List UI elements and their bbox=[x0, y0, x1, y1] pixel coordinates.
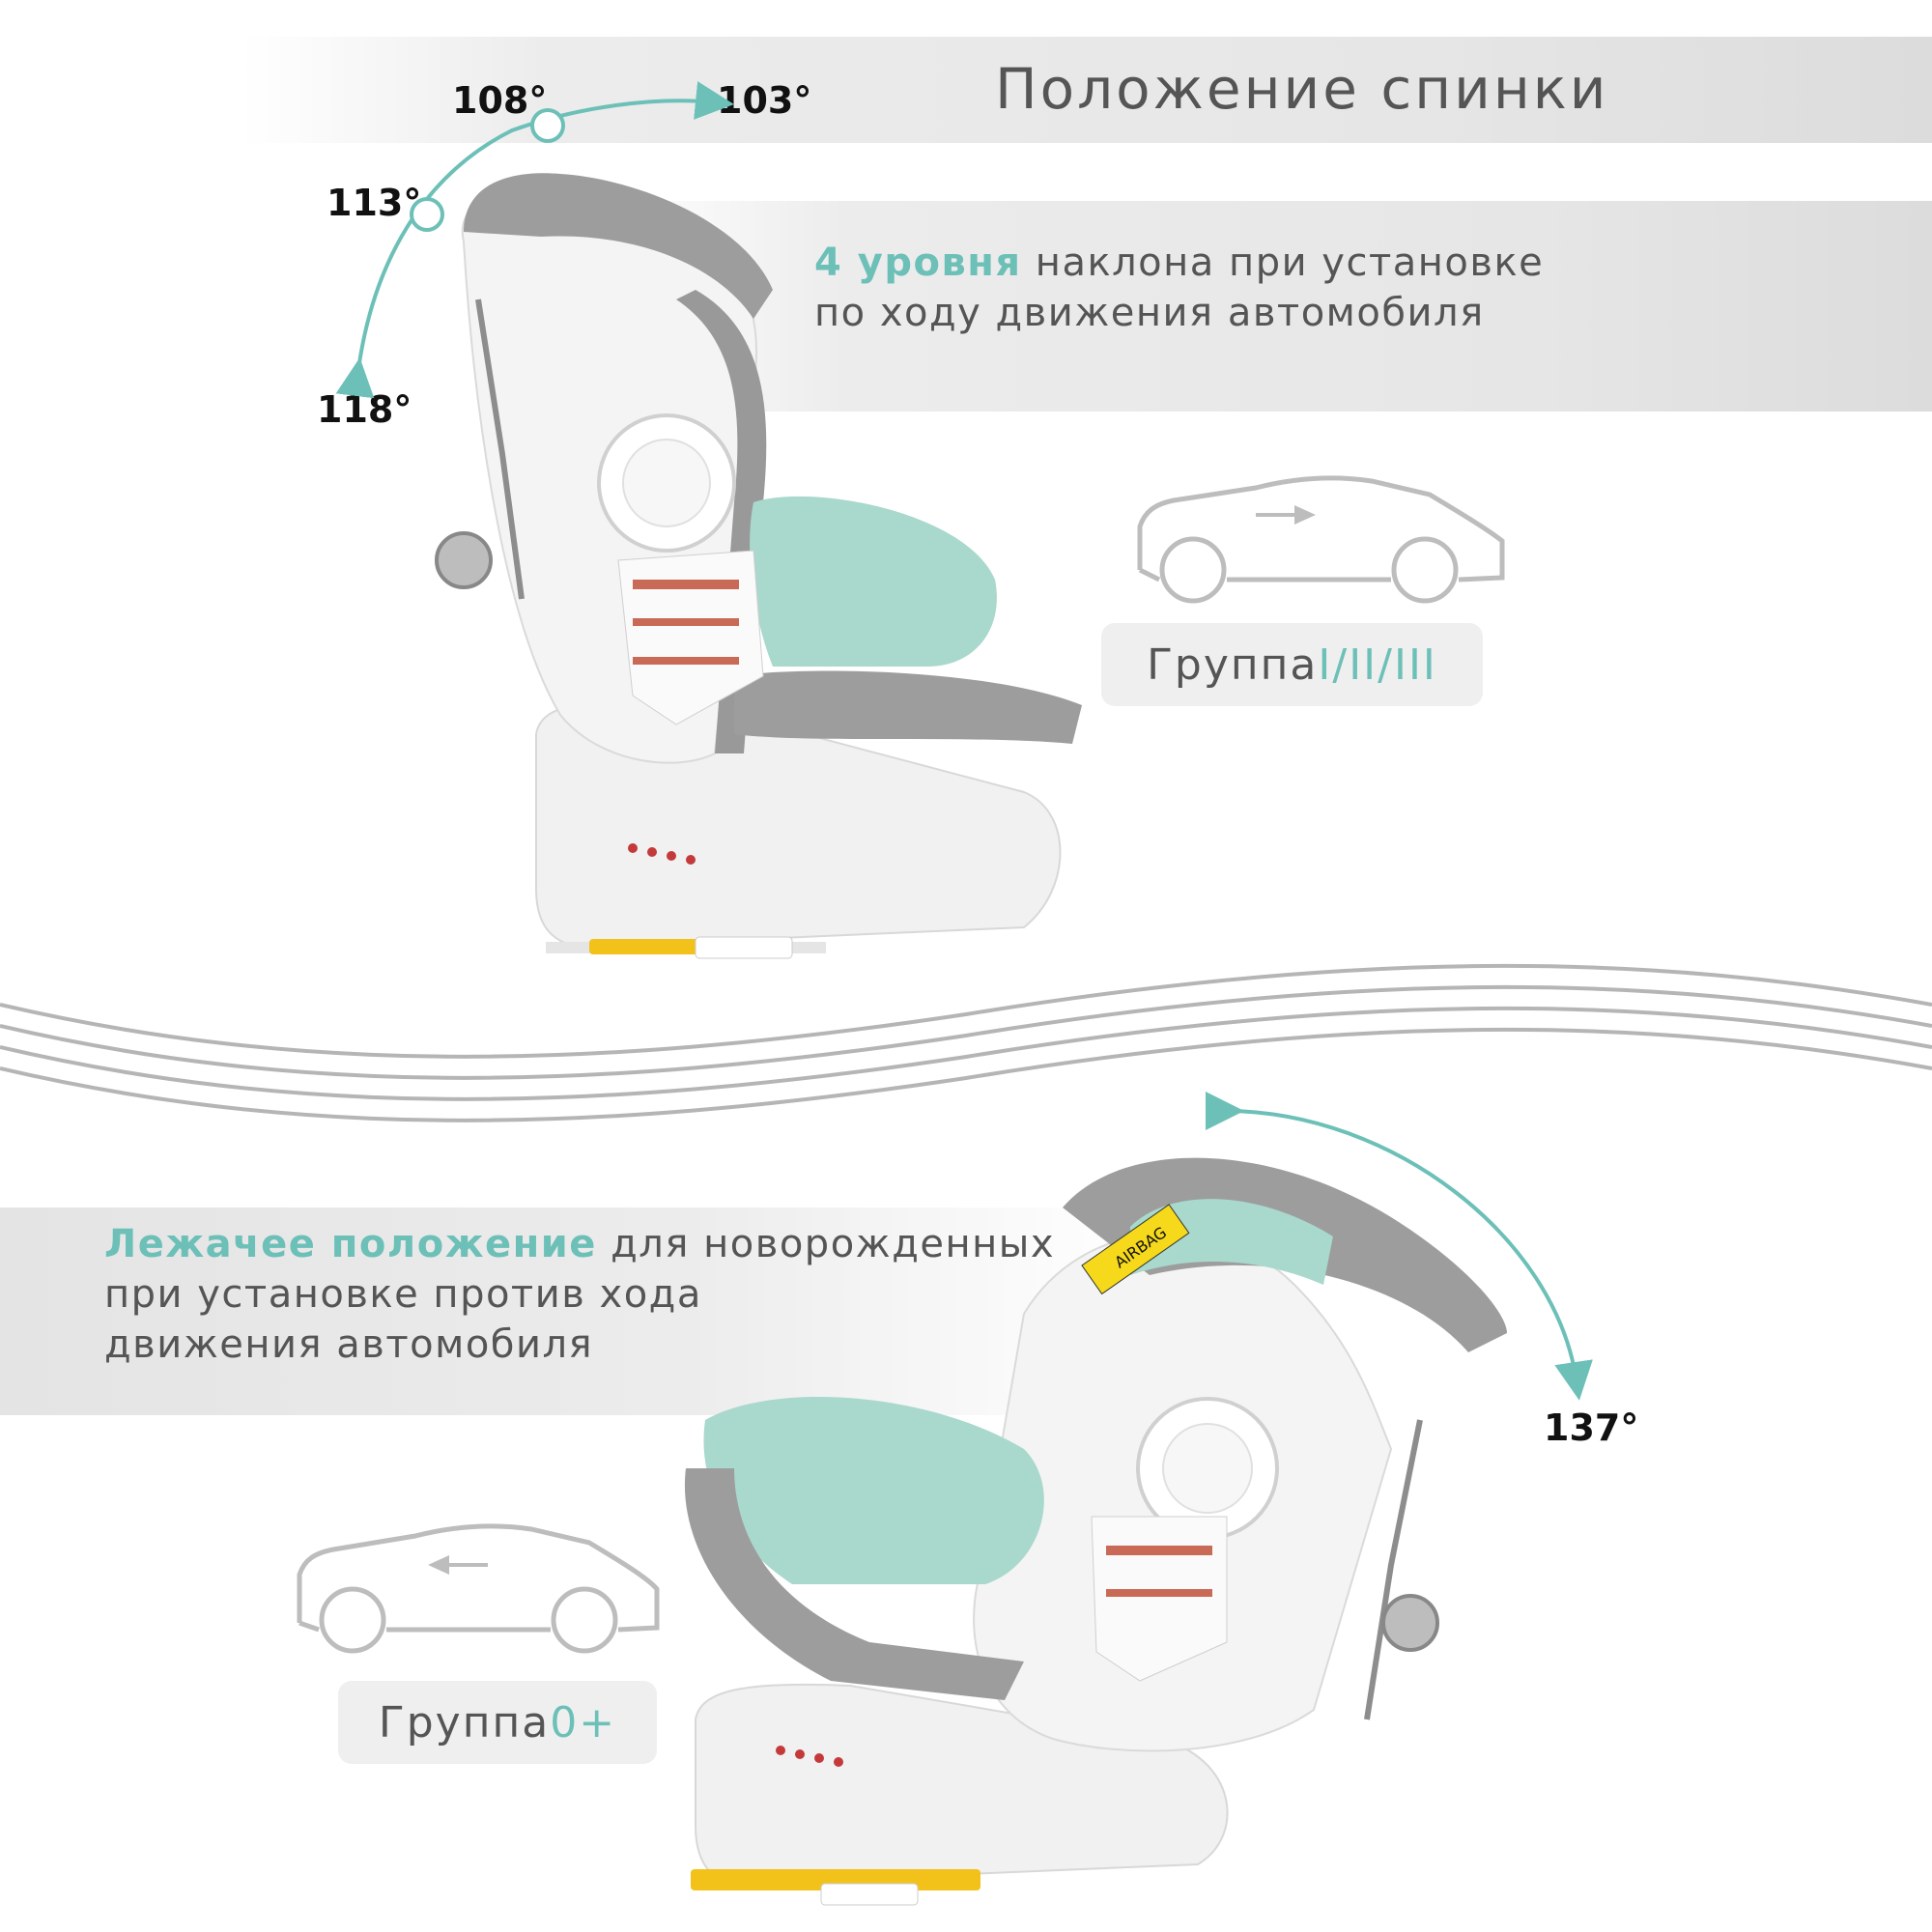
rear-car-seat: AIRBAG bbox=[684, 1157, 1507, 1906]
rear-group-value: 0+ bbox=[550, 1697, 617, 1747]
forward-line2: по ходу движения автомобиля bbox=[814, 291, 1485, 335]
wave-divider bbox=[0, 963, 1932, 1122]
recline-point-108 bbox=[530, 108, 565, 143]
forward-description: 4 уровня наклона при установке по ходу д… bbox=[814, 238, 1544, 338]
rear-line1: для новорожденных bbox=[596, 1222, 1056, 1266]
forward-text-band bbox=[609, 201, 1932, 412]
car-rear-icon bbox=[297, 1523, 660, 1654]
car-forward-icon bbox=[1137, 475, 1505, 604]
rear-line2: при установке против хода bbox=[104, 1272, 702, 1317]
rear-line3: движения автомобиля bbox=[104, 1322, 594, 1367]
forward-car-seat bbox=[435, 173, 1082, 959]
rear-recline-indicators bbox=[776, 1746, 843, 1767]
forward-recline-indicators bbox=[628, 843, 696, 865]
forward-line1: наклона при установке bbox=[1021, 241, 1545, 285]
forward-group-badge: Группа I/II/III bbox=[1101, 623, 1483, 706]
forward-group-prefix: Группа bbox=[1147, 639, 1319, 690]
forward-group-value: I/II/III bbox=[1318, 639, 1437, 690]
rear-group-prefix: Группа bbox=[378, 1697, 551, 1747]
rear-recline-arc bbox=[1205, 1091, 1593, 1401]
forward-recline-arc bbox=[335, 81, 734, 399]
forward-highlight: 4 уровня bbox=[814, 241, 1022, 285]
angle-137: 137° bbox=[1544, 1406, 1639, 1449]
rear-highlight: Лежачее положение bbox=[104, 1222, 597, 1266]
recline-point-113 bbox=[410, 197, 444, 232]
rear-text-band bbox=[0, 1208, 1140, 1415]
rear-description: Лежачее положение для новорожденных при … bbox=[104, 1219, 1055, 1370]
rear-group-badge: Группа 0+ bbox=[338, 1681, 657, 1764]
page-title: Положение спинки bbox=[995, 56, 1609, 122]
